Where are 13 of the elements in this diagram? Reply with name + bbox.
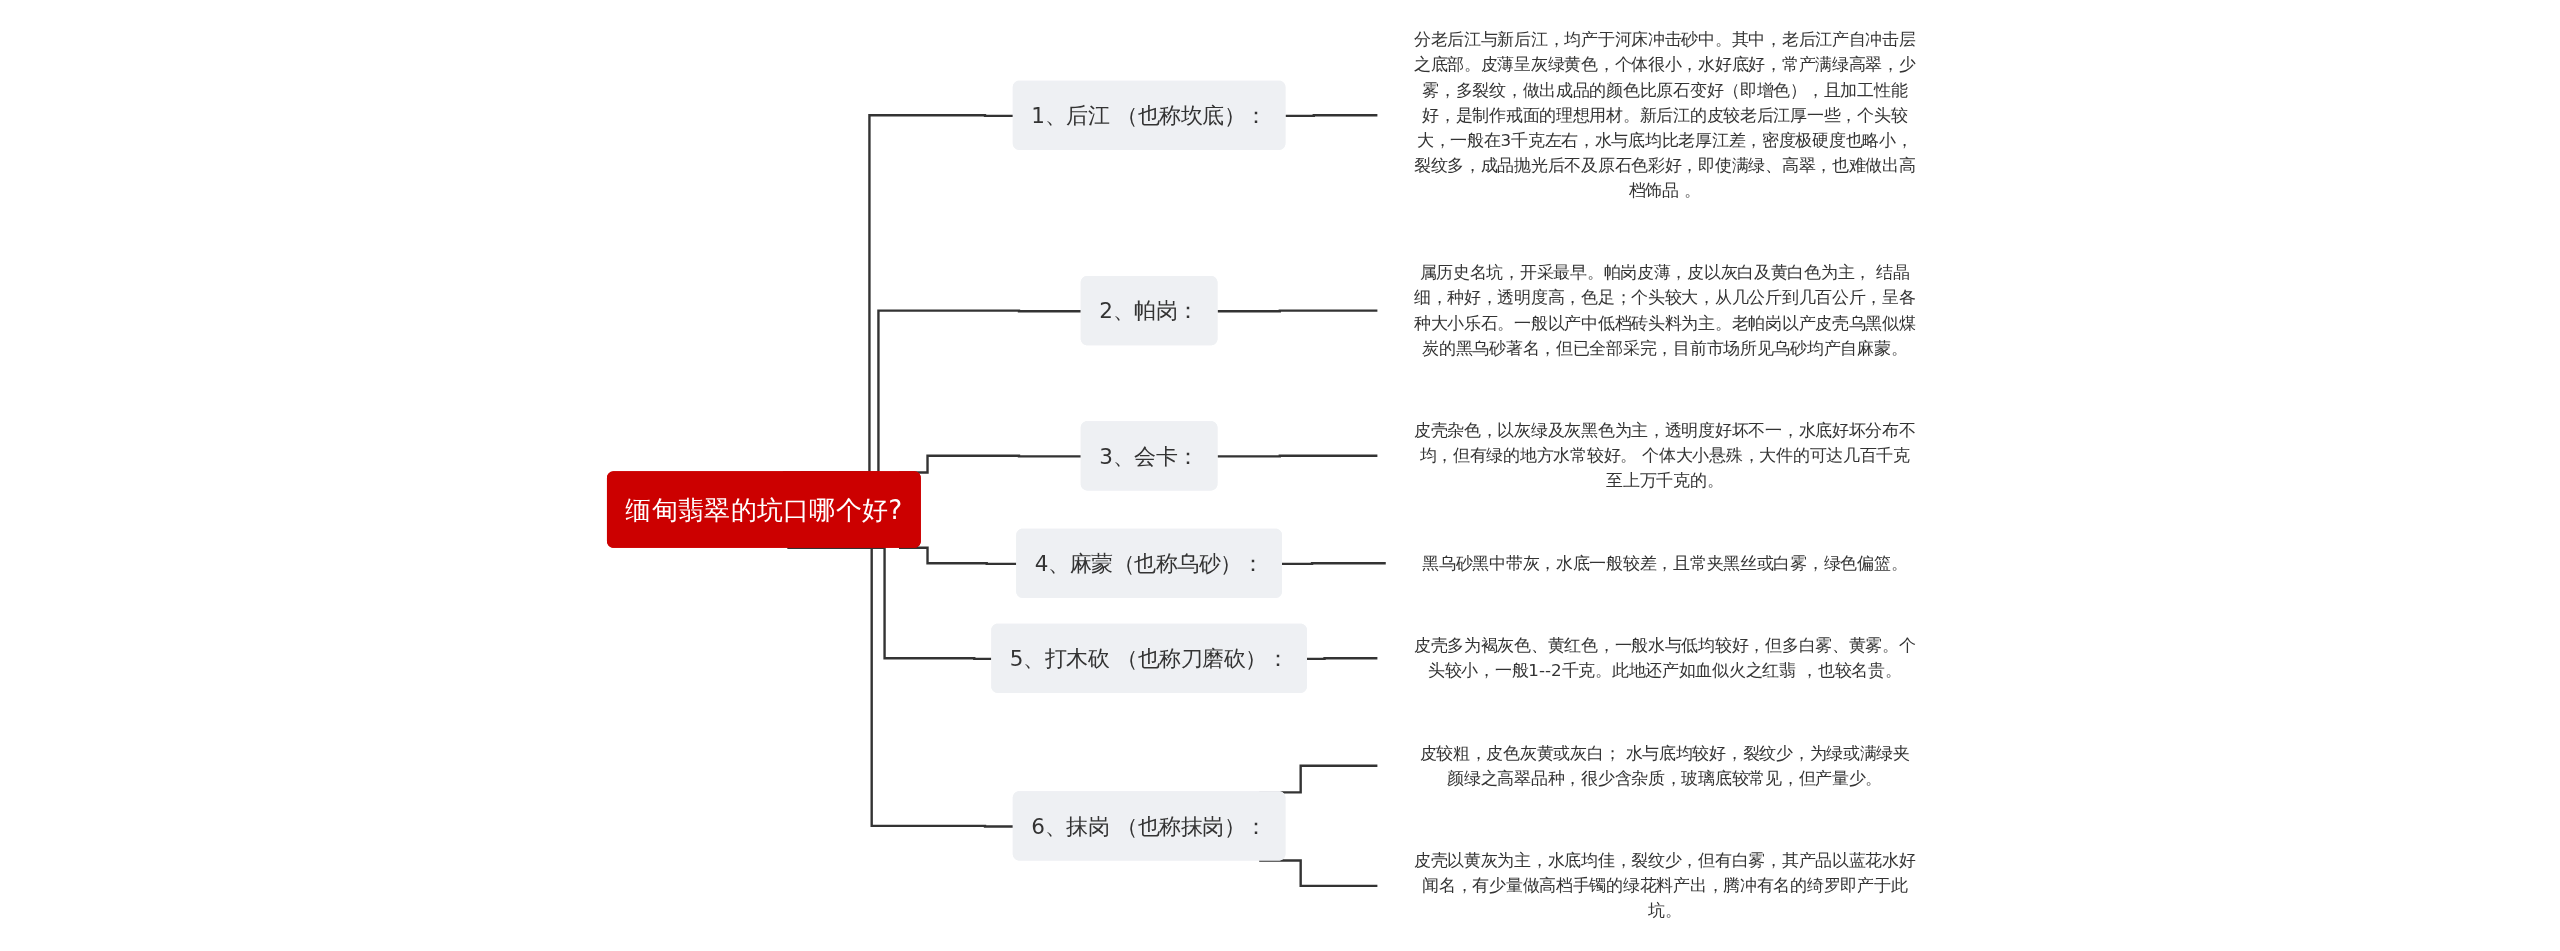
node-text: 皮壳杂色，以灰绿及灰黑色为主，透明度好坏不一，水底好坏分布不均，但有绿的地方水常较好。 个体大小悬殊，大件的可达几百千克至上万千克的。 bbox=[1414, 420, 1917, 490]
connector bbox=[1307, 657, 1379, 661]
node-text: 皮壳以黄灰为主，水底均佳，裂纹少，但有白雾，其产品以蓝花水好闻名，有少量做高档手镯的绿花料产出，腾冲有名的绮罗即产于此坑。 bbox=[1414, 850, 1917, 920]
connector bbox=[1217, 309, 1379, 313]
node-text: 黑乌砂黑中带灰，水底一般较差，且常夹黑丝或白雾，绿色偏篮。 bbox=[1422, 553, 1908, 573]
connector bbox=[1259, 859, 1379, 888]
connector bbox=[1217, 454, 1379, 458]
connector bbox=[1282, 562, 1387, 566]
node-text: 皮较粗，皮色灰黄或灰白； 水与底均较好，裂纹少，为绿或满绿夹颜绿之高翠品种，很少含杂质，玻璃底较常见，但产量少。 bbox=[1420, 743, 1911, 788]
connector bbox=[1285, 114, 1379, 118]
node-text: 皮壳多为褐灰色、黄红色，一般水与低均较好，但多白雾、黄雾。个头较小，一般1--2千克。此地还产如血似火之红翡 ，也较名贵。 bbox=[1414, 635, 1917, 680]
node-text: 分老后江与新后江，均产于河床冲击砂中。其中，老后江产自冲击层之底部。皮薄呈灰绿黄色，个体很小，水好底好，常产满绿高翠，少雾，多裂纹，做出成品的颜色比原石变好（即增色），且加工性能好，是制作戒面的理想用材。新后江的皮较老后江厚一些，个头较大，一般在3千克左右，水与底均比老厚江差，密度极硬度也略小，裂纹多，成品抛光后不及原石色彩好，即使满绿、高翠，也难做出高档饰品 。 bbox=[1414, 29, 1917, 200]
node-text: 属历史名坑，开采最早。帕岗皮薄，皮以灰白及黄白色为主， 结晶细，种好，透明度高，色足；个头较大，从几公斤到几百公斤，呈各种大小乐石。一般以产中低档砖头料为主。老帕岗以产皮壳乌黑似煤炭的黑乌砂著名，但已全部采完，目前市场所见乌砂均产自麻蒙。 bbox=[1414, 262, 1917, 358]
